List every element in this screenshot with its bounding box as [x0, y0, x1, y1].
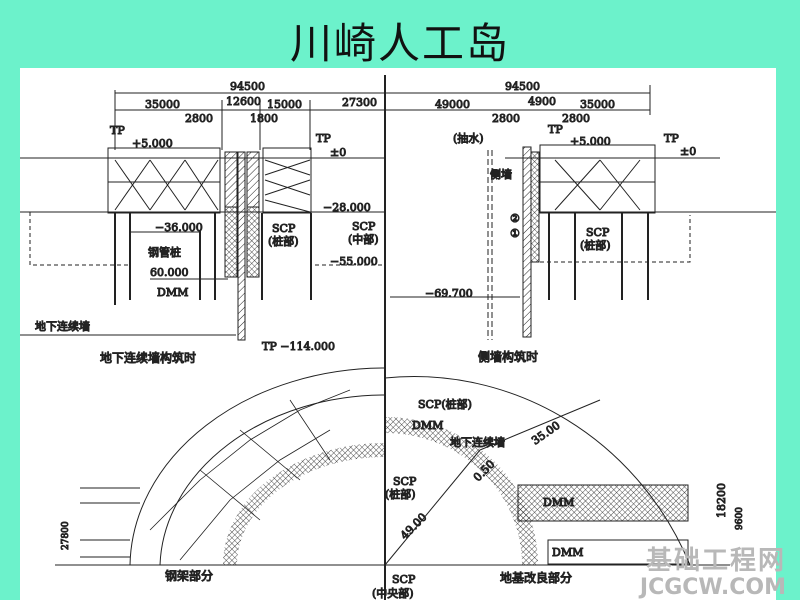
dim-total-left: 94500 [230, 80, 265, 93]
dim-2800-right-a: 2800 [492, 112, 520, 125]
level-minus55: −55.000 [330, 255, 378, 268]
dim-35000-left: 35000 [145, 98, 180, 111]
watermark-cn: 基础工程网 [645, 546, 786, 577]
label-marker-1: ① [510, 227, 520, 240]
label-dmm-plan: DMM [412, 419, 443, 432]
label-scp-mid-sub: (中部) [348, 232, 379, 246]
caption-right-section: 侧墙构筑时 [478, 349, 538, 364]
right-section [385, 85, 776, 340]
label-marker-2: ② [510, 212, 520, 225]
label-dmm-band-2: DMM [552, 546, 583, 559]
label-scp-pile-right: SCP [586, 226, 610, 239]
right-dimensions: 94500 49000 4900 35000 2800 2800 TP +5.0… [425, 80, 697, 365]
level-plus5-left: +5.000 [132, 137, 173, 150]
dim-12600: 12600 [226, 95, 261, 108]
level-minus28: −28.000 [323, 201, 371, 214]
left-dimensions: 94500 35000 12600 15000 27300 2800 1800 … [35, 80, 380, 366]
label-scp-mid: SCP [352, 220, 376, 233]
caption-steel-frame: 钢架部分 [165, 568, 213, 583]
label-pumping: (抽水) [453, 131, 484, 145]
label-steel-pipe-pile: 钢管桩 [148, 245, 181, 259]
level-zero-right: ±0 [680, 145, 696, 158]
dim-4900: 4900 [528, 95, 556, 108]
label-scp-pile-sub-right: (桩部) [580, 238, 611, 252]
tp-label-right: TP [548, 123, 563, 136]
diagram-sheet: 94500 35000 12600 15000 27300 2800 1800 … [20, 68, 776, 600]
tp-label-right2: TP [664, 132, 679, 145]
level-minus69: −69.700 [425, 287, 473, 300]
left-section [20, 90, 385, 341]
label-dmm-left: DMM [157, 286, 188, 299]
label-scp-center: SCP [392, 573, 416, 586]
level-minus36: −36.000 [155, 221, 203, 234]
level-minus114: TP −114.000 [262, 340, 335, 353]
slide-title: 川崎人工岛 [289, 19, 510, 68]
tp-label-left: TP [110, 124, 125, 137]
label-scp-pile-plan: SCP(桩部) [418, 397, 472, 411]
plan-view [55, 367, 730, 566]
label-scp-pile-sub-left: (桩部) [268, 234, 299, 248]
label-height-27800: 27800 [61, 521, 71, 550]
caption-ground-improvement: 地基改良部分 [500, 570, 572, 585]
dim-49000: 49000 [435, 98, 470, 111]
diagram-svg: 94500 35000 12600 15000 27300 2800 1800 … [20, 75, 776, 600]
caption-left-section: 地下连续墙构筑时 [100, 350, 196, 365]
dim-27300: 27300 [342, 96, 377, 109]
level-zero-left: ±0 [330, 146, 346, 159]
label-scp-pile-plan2-sub: (桩部) [385, 487, 416, 501]
level-plus5-right: +5.000 [570, 135, 611, 148]
dim-2800-right-b: 2800 [562, 112, 590, 125]
level-60: 60.000 [150, 266, 189, 279]
label-side-wall: 侧墙 [490, 167, 512, 181]
label-radius-49: 49.00 [398, 511, 429, 542]
label-scp-pile-plan2: SCP [393, 475, 417, 488]
label-scp-pile-left: SCP [272, 222, 296, 235]
label-height-9600: 9600 [735, 507, 745, 530]
tp-label-left2: TP [316, 132, 331, 145]
dim-total-right: 94500 [505, 80, 540, 93]
watermark: 基础工程网 JCGCW.COM [640, 547, 786, 600]
dim-1800: 1800 [250, 112, 278, 125]
dim-35000-right: 35000 [580, 98, 615, 111]
label-scp-center-sub: (中央部) [372, 586, 414, 600]
watermark-en: JCGCW.COM [639, 574, 786, 600]
label-diaphragm-wall-plan: 地下连续墙 [450, 435, 505, 449]
dim-2800-left: 2800 [185, 112, 213, 125]
dim-15000: 15000 [267, 98, 302, 111]
label-height-18200: 18200 [715, 483, 728, 518]
label-dmm-band-1: DMM [543, 496, 574, 509]
label-diaphragm-wall-left: 地下连续墙 [35, 319, 90, 333]
